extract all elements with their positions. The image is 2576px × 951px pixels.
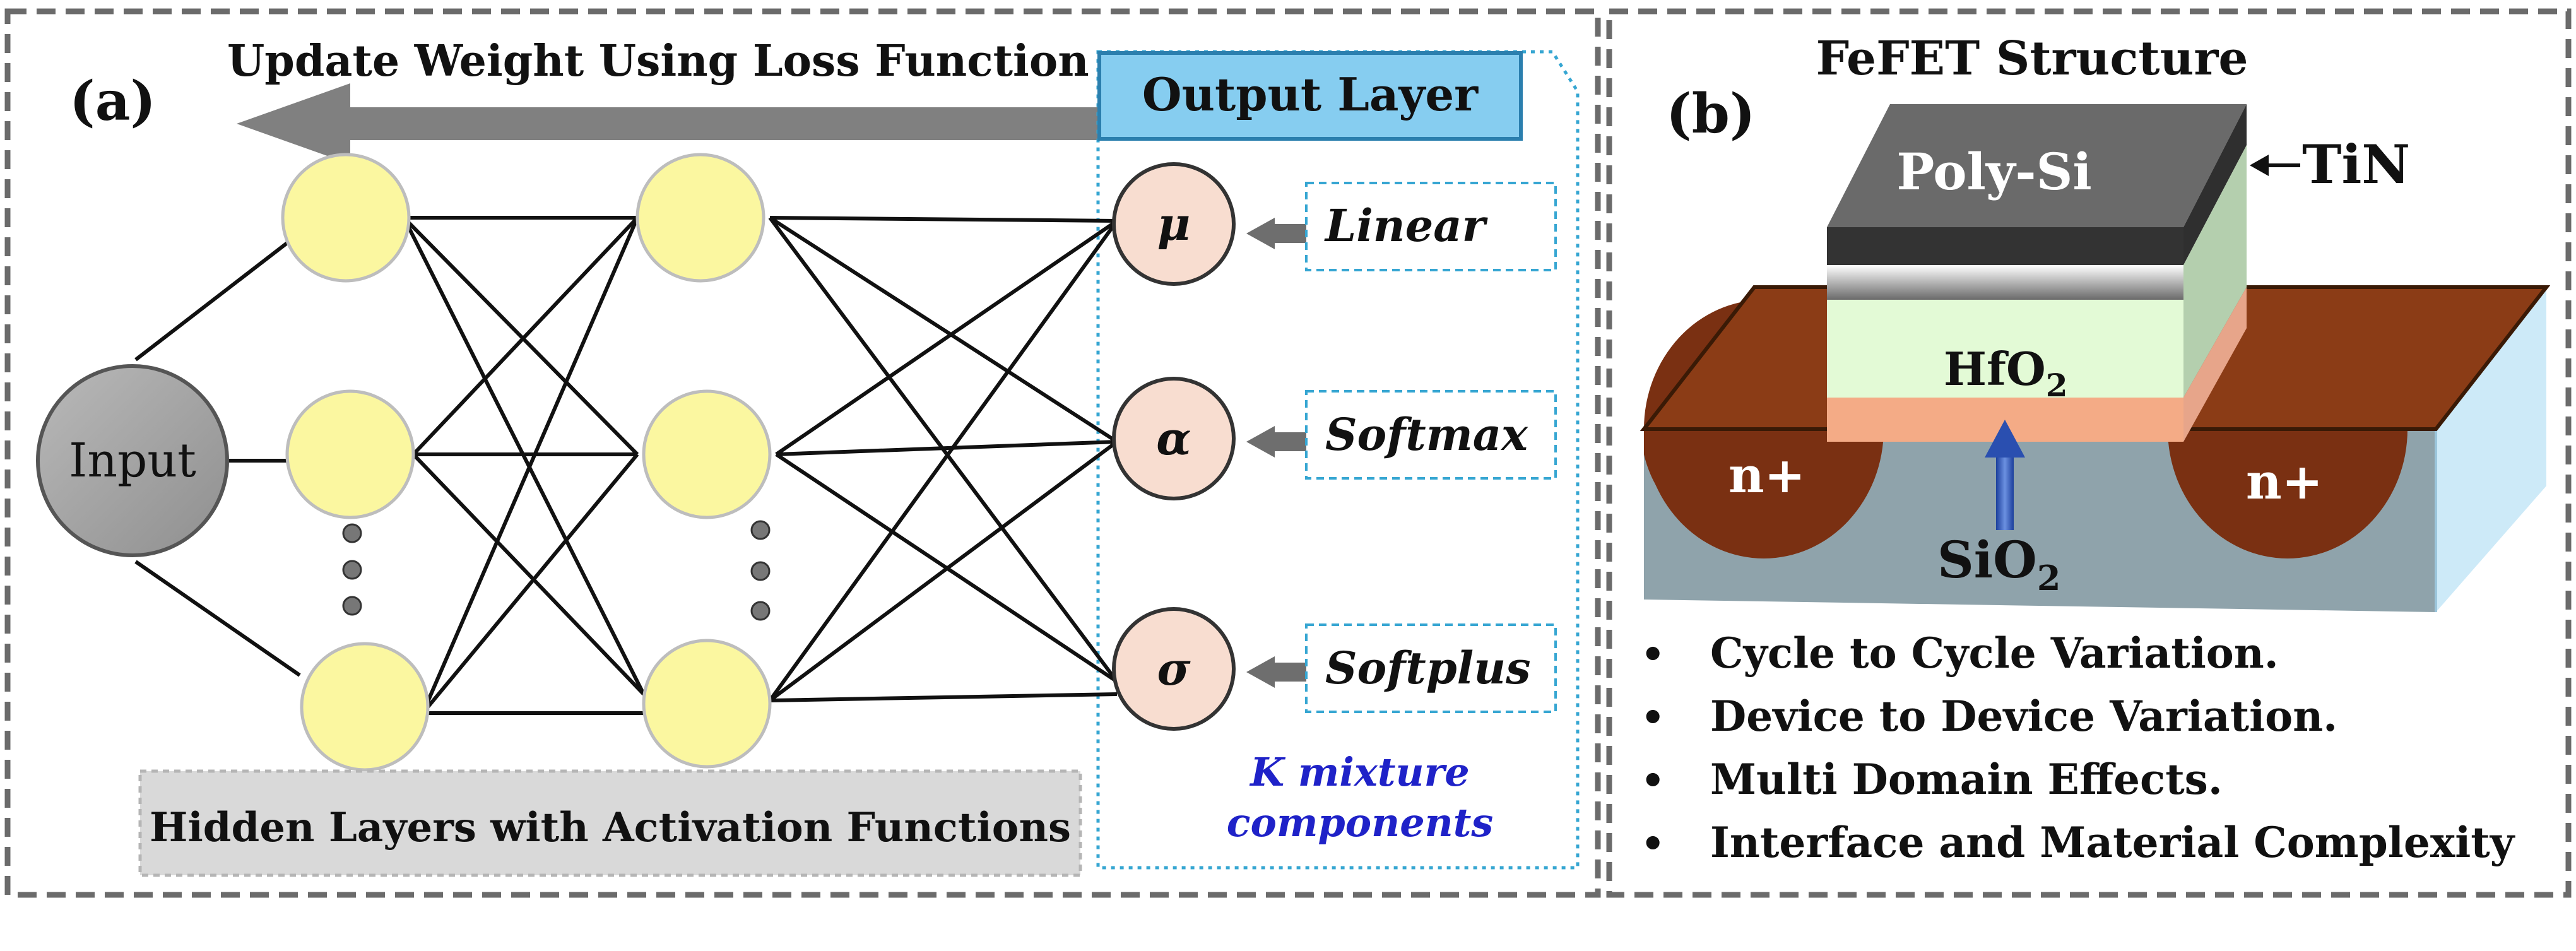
panel-b-frame	[1606, 8, 2572, 898]
ellipsis-dots-2	[750, 520, 771, 621]
hidden-neuron	[300, 642, 430, 772]
hidden-neuron	[281, 153, 411, 283]
softplus-label: Softplus	[1325, 642, 1531, 694]
fefet-challenges-list: • Cycle to Cycle Variation. • Device to De…	[1641, 622, 2514, 874]
output-node-sigma: σ	[1112, 607, 1236, 731]
panel-a-frame	[4, 8, 1601, 898]
update-weight-title: Update Weight Using Loss Function	[227, 36, 1089, 86]
sio2-label: SiO2	[1937, 530, 2060, 598]
output-node-mu: μ	[1112, 162, 1236, 286]
bullet-item: • Device to Device Variation.	[1641, 685, 2514, 748]
hfo2-label: HfO2	[1944, 342, 2068, 404]
output-region	[1096, 50, 1580, 870]
n-plus-right-label: n+	[2246, 453, 2323, 511]
activation-boxes	[1305, 182, 1557, 713]
output-layer-header: Output Layer	[1097, 51, 1523, 141]
bullet-item: • Cycle to Cycle Variation.	[1641, 622, 2514, 685]
bullet-dot: •	[1641, 822, 1665, 866]
hidden-layer-2	[635, 153, 772, 769]
bullet-dot: •	[1641, 696, 1665, 740]
bullet-text: Interface and Material Complexity	[1710, 818, 2515, 867]
hidden-neuron	[285, 389, 415, 519]
feedback-arrow	[237, 83, 1098, 164]
input-label: Input	[69, 434, 196, 488]
hidden-neuron	[642, 389, 772, 519]
bullet-dot: •	[1641, 633, 1665, 677]
hidden-layers-caption: Hidden Layers with Activation Functions	[138, 769, 1082, 877]
panel-b-label: (b)	[1666, 82, 1756, 146]
n-plus-left-label: n+	[1728, 447, 1805, 504]
bullet-item: • Multi Domain Effects.	[1641, 748, 2514, 811]
sigma-symbol: σ	[1157, 642, 1191, 695]
hidden-layer-1	[281, 153, 430, 772]
fefet-title: FeFET Structure	[1816, 32, 2248, 86]
network-connections	[134, 216, 1119, 715]
hidden-caption-text: Hidden Layers with Activation Functions	[150, 804, 1071, 851]
arrow-softplus	[1246, 656, 1306, 688]
activation-arrows	[1246, 218, 1306, 688]
gate-stack	[1827, 104, 2247, 442]
poly-si-label: Poly-Si	[1896, 142, 2092, 201]
bullet-text: Cycle to Cycle Variation.	[1710, 629, 2279, 678]
softmax-label: Softmax	[1325, 408, 1528, 461]
linear-label: Linear	[1324, 199, 1489, 252]
mixture-line-2: components	[1227, 800, 1494, 846]
arrow-linear	[1246, 218, 1306, 249]
tin-label: TiN	[2302, 133, 2410, 196]
bullet-text: Device to Device Variation.	[1710, 692, 2338, 741]
input-node: Input	[36, 364, 229, 557]
output-layer-label: Output Layer	[1142, 68, 1479, 121]
mixture-line-1: K mixture	[1249, 749, 1469, 795]
hidden-neuron	[635, 153, 765, 283]
output-node-alpha: α	[1112, 377, 1236, 500]
bullet-item: • Interface and Material Complexity	[1641, 811, 2514, 874]
alpha-symbol: α	[1156, 411, 1191, 465]
mu-symbol: μ	[1157, 197, 1191, 251]
panel-a-label: (a)	[69, 69, 156, 133]
hidden-neuron	[642, 639, 772, 769]
bullet-dot: •	[1641, 759, 1665, 803]
sio2-pointer-arrow	[1985, 420, 2025, 530]
bullet-text: Multi Domain Effects.	[1710, 755, 2223, 804]
ellipsis-dots-1	[342, 523, 362, 616]
arrow-softmax	[1246, 426, 1306, 458]
tin-pointer	[2250, 155, 2300, 176]
